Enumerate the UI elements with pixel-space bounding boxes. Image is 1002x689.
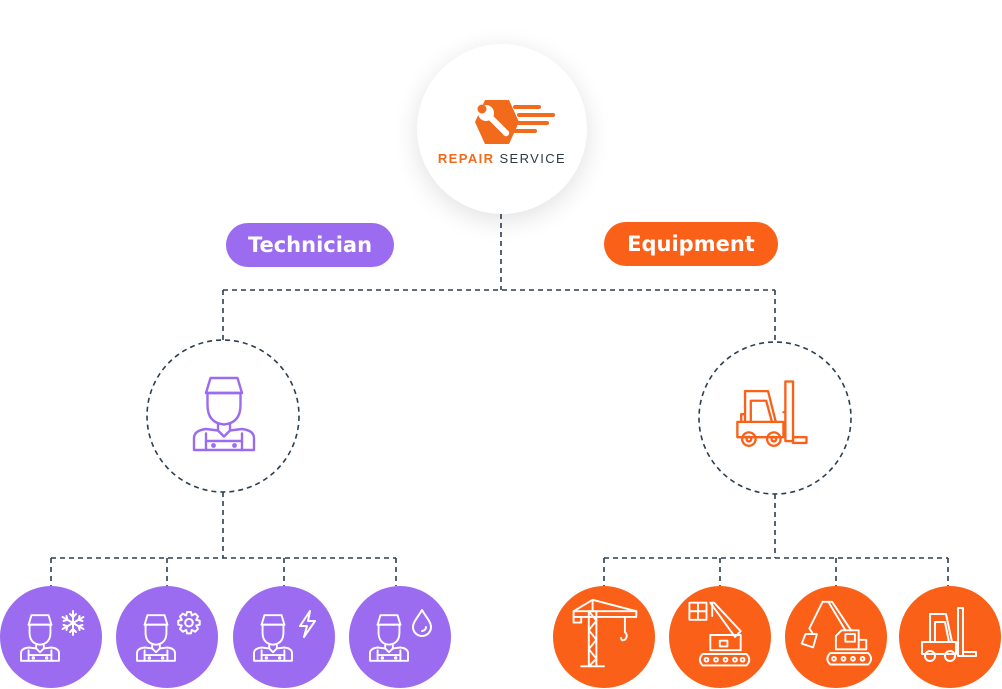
equipment-child-1 <box>553 586 655 688</box>
repair-service-logo: REPAIR SERVICE <box>417 44 587 214</box>
logo-word-service: SERVICE <box>499 151 567 166</box>
logo-word-repair: REPAIR <box>437 151 495 166</box>
equipment-child-2 <box>669 586 771 688</box>
technician-child-3 <box>233 586 335 688</box>
equipment-pill: Equipment <box>604 222 778 266</box>
technician-child-2 <box>116 586 218 688</box>
technician-pill: Technician <box>226 223 394 267</box>
technician-hub <box>146 339 300 493</box>
wrench-hexagon-icon <box>475 100 555 144</box>
technician-child-1 <box>0 586 102 688</box>
technician-child-4 <box>349 586 451 688</box>
logo-wordmark: REPAIR SERVICE <box>417 151 587 166</box>
connectors <box>50 214 949 586</box>
